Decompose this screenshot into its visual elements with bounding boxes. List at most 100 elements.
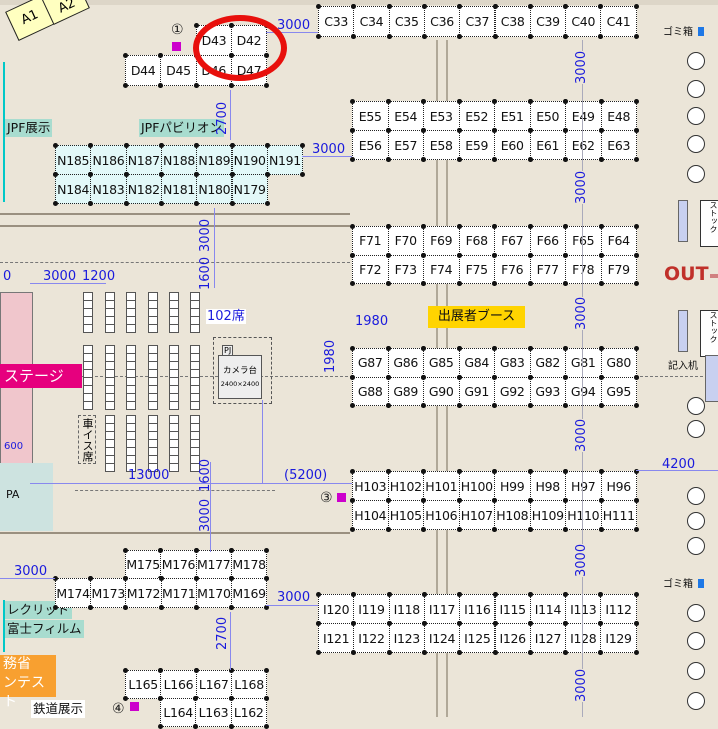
booth-H109[interactable]: H109 — [529, 500, 566, 530]
booth-I113[interactable]: I113 — [565, 594, 602, 624]
booth-L163[interactable]: L163 — [195, 698, 232, 727]
booth-N187[interactable]: N187 — [125, 145, 162, 175]
booth-I122[interactable]: I122 — [353, 623, 390, 653]
booth-C35[interactable]: C35 — [388, 6, 425, 37]
booth-I128[interactable]: I128 — [565, 623, 602, 653]
booth-E59[interactable]: E59 — [458, 130, 495, 160]
booth-G88[interactable]: G88 — [352, 376, 389, 406]
booth-F66[interactable]: F66 — [529, 226, 566, 256]
booth-D44[interactable]: D44 — [125, 55, 162, 86]
booth-G89[interactable]: G89 — [387, 376, 424, 406]
booth-N190[interactable]: N190 — [231, 145, 268, 175]
booth-L167[interactable]: L167 — [195, 670, 232, 699]
booth-I116[interactable]: I116 — [459, 594, 496, 624]
booth-F74[interactable]: F74 — [423, 254, 460, 284]
booth-I129[interactable]: I129 — [600, 623, 637, 653]
booth-F71[interactable]: F71 — [352, 226, 389, 256]
booth-E49[interactable]: E49 — [565, 101, 602, 131]
booth-E60[interactable]: E60 — [494, 130, 531, 160]
booth-L168[interactable]: L168 — [230, 670, 268, 699]
booth-M177[interactable]: M177 — [195, 550, 232, 579]
booth-G87[interactable]: G87 — [352, 348, 389, 378]
booth-E53[interactable]: E53 — [423, 101, 460, 131]
booth-M170[interactable]: M170 — [195, 578, 232, 608]
booth-N182[interactable]: N182 — [125, 174, 162, 204]
booth-N179[interactable]: N179 — [231, 174, 268, 204]
booth-F69[interactable]: F69 — [423, 226, 460, 256]
booth-C36[interactable]: C36 — [423, 6, 461, 37]
booth-G93[interactable]: G93 — [529, 376, 566, 406]
booth-H106[interactable]: H106 — [423, 500, 460, 530]
booth-G94[interactable]: G94 — [565, 376, 602, 406]
booth-C33[interactable]: C33 — [318, 6, 355, 37]
booth-C37[interactable]: C37 — [459, 6, 496, 37]
booth-N181[interactable]: N181 — [160, 174, 198, 204]
booth-E57[interactable]: E57 — [387, 130, 424, 160]
booth-F67[interactable]: F67 — [494, 226, 531, 256]
booth-L165[interactable]: L165 — [125, 670, 162, 699]
booth-E54[interactable]: E54 — [387, 101, 424, 131]
booth-D45[interactable]: D45 — [160, 55, 197, 86]
booth-F64[interactable]: F64 — [600, 226, 637, 256]
booth-H100[interactable]: H100 — [458, 471, 495, 501]
booth-H96[interactable]: H96 — [600, 471, 637, 501]
booth-I117[interactable]: I117 — [423, 594, 461, 624]
booth-E63[interactable]: E63 — [600, 130, 637, 160]
booth-N180[interactable]: N180 — [196, 174, 233, 204]
booth-L164[interactable]: L164 — [160, 698, 197, 727]
booth-I124[interactable]: I124 — [423, 623, 461, 653]
booth-F75[interactable]: F75 — [458, 254, 495, 284]
booth-N186[interactable]: N186 — [90, 145, 127, 175]
booth-H104[interactable]: H104 — [352, 500, 389, 530]
booth-G92[interactable]: G92 — [494, 376, 531, 406]
booth-C41[interactable]: C41 — [600, 6, 637, 37]
booth-G85[interactable]: G85 — [423, 348, 460, 378]
booth-H108[interactable]: H108 — [494, 500, 531, 530]
booth-I120[interactable]: I120 — [318, 594, 355, 624]
booth-F73[interactable]: F73 — [387, 254, 424, 284]
booth-H101[interactable]: H101 — [423, 471, 460, 501]
booth-G91[interactable]: G91 — [458, 376, 495, 406]
booth-L162[interactable]: L162 — [230, 698, 267, 727]
booth-H99[interactable]: H99 — [494, 471, 531, 501]
booth-H102[interactable]: H102 — [387, 471, 424, 501]
booth-F70[interactable]: F70 — [387, 226, 424, 256]
booth-M176[interactable]: M176 — [160, 550, 197, 579]
booth-C39[interactable]: C39 — [529, 6, 567, 37]
booth-F68[interactable]: F68 — [458, 226, 495, 256]
booth-F76[interactable]: F76 — [494, 254, 531, 284]
booth-G90[interactable]: G90 — [423, 376, 460, 406]
booth-I119[interactable]: I119 — [353, 594, 390, 624]
booth-I114[interactable]: I114 — [529, 594, 567, 624]
booth-H111[interactable]: H111 — [600, 500, 637, 530]
booth-M171[interactable]: M171 — [160, 578, 197, 608]
booth-I126[interactable]: I126 — [494, 623, 531, 653]
booth-G82[interactable]: G82 — [529, 348, 566, 378]
booth-F72[interactable]: F72 — [352, 254, 389, 284]
booth-M175[interactable]: M175 — [125, 550, 162, 579]
booth-H97[interactable]: H97 — [565, 471, 602, 501]
booth-G81[interactable]: G81 — [565, 348, 602, 378]
booth-I123[interactable]: I123 — [388, 623, 425, 653]
booth-F79[interactable]: F79 — [600, 254, 637, 284]
booth-M173[interactable]: M173 — [90, 578, 127, 608]
booth-M178[interactable]: M178 — [230, 550, 268, 579]
booth-H107[interactable]: H107 — [458, 500, 495, 530]
booth-I118[interactable]: I118 — [388, 594, 425, 624]
booth-I112[interactable]: I112 — [600, 594, 637, 624]
booth-G84[interactable]: G84 — [458, 348, 495, 378]
booth-N188[interactable]: N188 — [160, 145, 198, 175]
booth-I127[interactable]: I127 — [529, 623, 567, 653]
booth-G83[interactable]: G83 — [494, 348, 531, 378]
booth-F78[interactable]: F78 — [565, 254, 602, 284]
booth-M174[interactable]: M174 — [55, 578, 92, 608]
booth-E62[interactable]: E62 — [565, 130, 602, 160]
booth-F77[interactable]: F77 — [529, 254, 566, 284]
booth-E50[interactable]: E50 — [529, 101, 566, 131]
booth-E51[interactable]: E51 — [494, 101, 531, 131]
booth-E58[interactable]: E58 — [423, 130, 460, 160]
booth-N185[interactable]: N185 — [55, 145, 92, 175]
booth-C34[interactable]: C34 — [353, 6, 390, 37]
booth-E52[interactable]: E52 — [458, 101, 495, 131]
booth-I121[interactable]: I121 — [318, 623, 355, 653]
